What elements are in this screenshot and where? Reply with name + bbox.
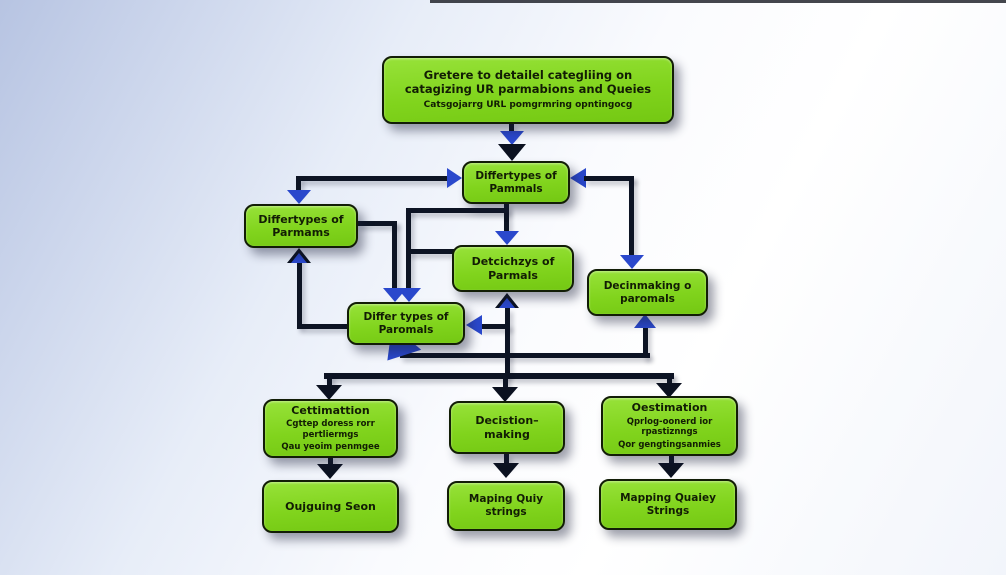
node-differ-types-paromals: Differ types of Paromals xyxy=(347,302,465,345)
node-subtitle: Qor gengtingsanmies xyxy=(618,439,721,450)
arrowhead-down-blue-icon xyxy=(495,231,519,245)
edge-detcichzys-side-stub xyxy=(408,249,454,254)
arrowhead-left-blue-icon xyxy=(570,168,586,188)
node-subtitle: Qprlog-oonerd ior rpastiznngs xyxy=(626,416,713,438)
edge-parmams-pammals-drop xyxy=(296,176,301,192)
node-root-subtitle: Catsgojarrg URL pomgrmring opntingocg xyxy=(423,99,633,110)
edge-pammals-decinmaking-top xyxy=(584,176,634,181)
node-subtitle: Cgttep doress rorr pertliermgs xyxy=(286,419,375,440)
edge-oestimation-mapping-line xyxy=(669,456,674,466)
edge-pammals-decinmaking-drop xyxy=(629,176,634,256)
arrowhead-down-blue-icon xyxy=(383,288,407,302)
edge-paromals-parmams-line xyxy=(297,252,302,326)
arrowhead-up-blue-icon xyxy=(634,314,656,328)
node-decinmaking-paromals: Decinmaking o paromals xyxy=(587,269,708,316)
edge-decistion-maping-line xyxy=(504,454,509,466)
edge-bar-oestimation-drop xyxy=(667,373,672,386)
arrowhead-down-black-icon xyxy=(492,387,518,402)
node-title: Oestimation xyxy=(631,401,708,415)
node-subtitle: Qau yeoim penmgee xyxy=(281,442,380,453)
node-root-title: Gretere to detailel categliing on catagi… xyxy=(404,68,652,96)
node-label: Differ types of Paromals xyxy=(363,310,449,336)
node-mapping-quaiey-strings: Mapping Quaiey Strings xyxy=(599,479,737,530)
node-label: Oujguing Seon xyxy=(285,499,376,513)
edge-bar-decistion-drop xyxy=(503,373,508,390)
arrowhead-down-black-icon xyxy=(316,385,342,400)
edge-root-pammals-line xyxy=(509,124,514,136)
node-maping-quiy-strings: Maping Quiy strings xyxy=(447,481,565,531)
node-oestimation: Oestimation Qprlog-oonerd ior rpastiznng… xyxy=(601,396,738,456)
edge-junction-crossbar xyxy=(400,353,650,358)
edge-parmams-paromals-top xyxy=(357,221,397,226)
arrowhead-down-black-icon xyxy=(493,463,519,478)
arrowhead-down-black-icon xyxy=(658,463,684,478)
top-edge-line xyxy=(430,0,1006,3)
edge-junction-paromals-branch xyxy=(478,324,510,329)
arrowhead-down-blue-icon xyxy=(500,131,524,145)
node-label: Detcichzys of Parmals xyxy=(471,255,555,282)
edge-cettimattion-oujguing-line xyxy=(328,457,333,467)
arrowhead-left-blue-icon xyxy=(466,315,482,335)
node-label: Decinmaking o paromals xyxy=(603,279,692,305)
node-title: Cettimattion xyxy=(291,403,370,417)
edge-pammals-paromals-top xyxy=(406,208,509,213)
arrowhead-down-black-icon xyxy=(498,144,526,161)
edge-parmams-pammals-line xyxy=(298,176,448,181)
node-root: Gretere to detailel categliing on catagi… xyxy=(382,56,674,124)
edge-distribution-bar xyxy=(324,373,674,379)
node-label: Maping Quiy strings xyxy=(468,493,544,518)
node-oujguing-seon: Oujguing Seon xyxy=(262,480,399,533)
arrowhead-down-blue-icon xyxy=(620,255,644,269)
node-differtypes-parmams: Differtypes of Parmams xyxy=(244,204,358,248)
edge-junction-decinmaking-riser xyxy=(643,320,648,358)
edge-pammals-detcichzys-line xyxy=(504,203,509,233)
node-differtypes-pammals: Differtypes of Pammals xyxy=(462,161,570,204)
node-label: Decistion–making xyxy=(475,414,539,441)
arrowhead-down-black-icon xyxy=(317,464,343,479)
node-cettimattion: Cettimattion Cgttep doress rorr pertlier… xyxy=(263,399,398,458)
node-decistion-making: Decistion–making xyxy=(449,401,565,454)
arrowhead-down-black-icon xyxy=(656,383,682,398)
node-detcichzys-parmals: Detcichzys of Parmals xyxy=(452,245,574,292)
arrowhead-up-blue-icon xyxy=(499,298,515,308)
arrowhead-up-blue-icon xyxy=(291,253,307,263)
edge-parmams-paromals-drop xyxy=(392,221,397,290)
arrowhead-right-blue-icon xyxy=(447,168,462,188)
node-label: Differtypes of Pammals xyxy=(475,169,557,195)
arrowhead-down-blue-icon xyxy=(287,190,311,204)
edge-paromals-parmams-base xyxy=(297,324,347,329)
node-label: Mapping Quaiey Strings xyxy=(620,491,716,517)
edge-bar-cettimattion-drop xyxy=(327,373,332,388)
node-label: Differtypes of Parmams xyxy=(258,212,344,239)
edge-detcichzys-junction-spine xyxy=(505,308,510,376)
